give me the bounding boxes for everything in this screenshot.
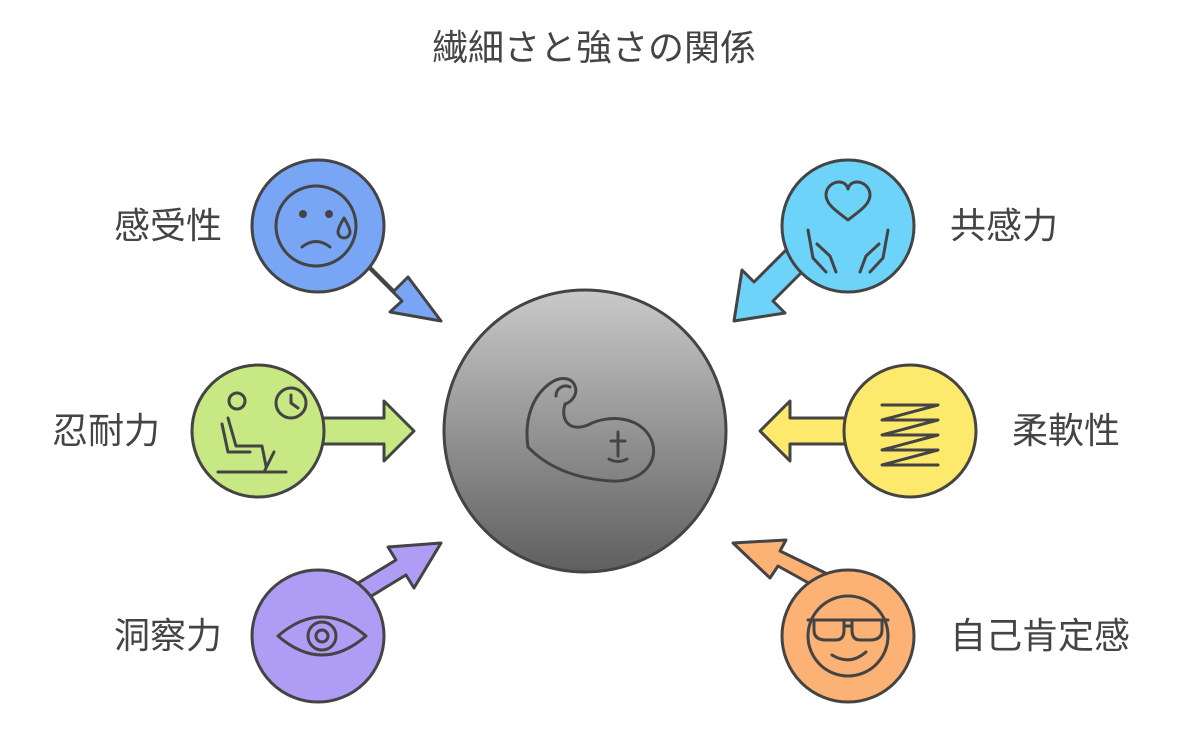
- arrow-patience-to-center: [316, 399, 416, 463]
- node-label: 自己肯定感: [950, 616, 1130, 657]
- node-label: 忍耐力: [52, 411, 160, 452]
- hands-heart-icon: [806, 180, 890, 274]
- node-label: 感受性: [114, 206, 222, 247]
- node-sensitivity: 感受性: [114, 158, 386, 294]
- center-node: [442, 288, 728, 574]
- waiting-person-clock-icon: [216, 386, 308, 474]
- node-patience: 忍耐力: [52, 363, 326, 499]
- node-flexibility: 柔軟性: [842, 363, 1120, 499]
- node-self-esteem: 自己肯定感: [780, 568, 1130, 704]
- node-circle: [842, 363, 978, 499]
- node-label: 共感力: [950, 206, 1058, 247]
- node-circle: [780, 158, 916, 294]
- eye-icon: [276, 615, 368, 657]
- flexed-biceps-icon: [525, 377, 656, 483]
- spring-coil-icon: [880, 403, 940, 467]
- cool-sunglasses-face-icon: [806, 594, 890, 678]
- node-insight: 洞察力: [114, 568, 386, 704]
- sad-tear-face-icon: [274, 184, 358, 268]
- node-circle: [780, 568, 916, 704]
- node-label: 柔軟性: [1012, 411, 1120, 452]
- node-circle: [250, 568, 386, 704]
- node-empathy: 共感力: [780, 158, 1058, 294]
- node-label: 洞察力: [114, 616, 222, 657]
- node-circle: [190, 363, 326, 499]
- node-circle: [250, 158, 386, 294]
- page-title: 繊細さと強さの関係: [432, 28, 756, 69]
